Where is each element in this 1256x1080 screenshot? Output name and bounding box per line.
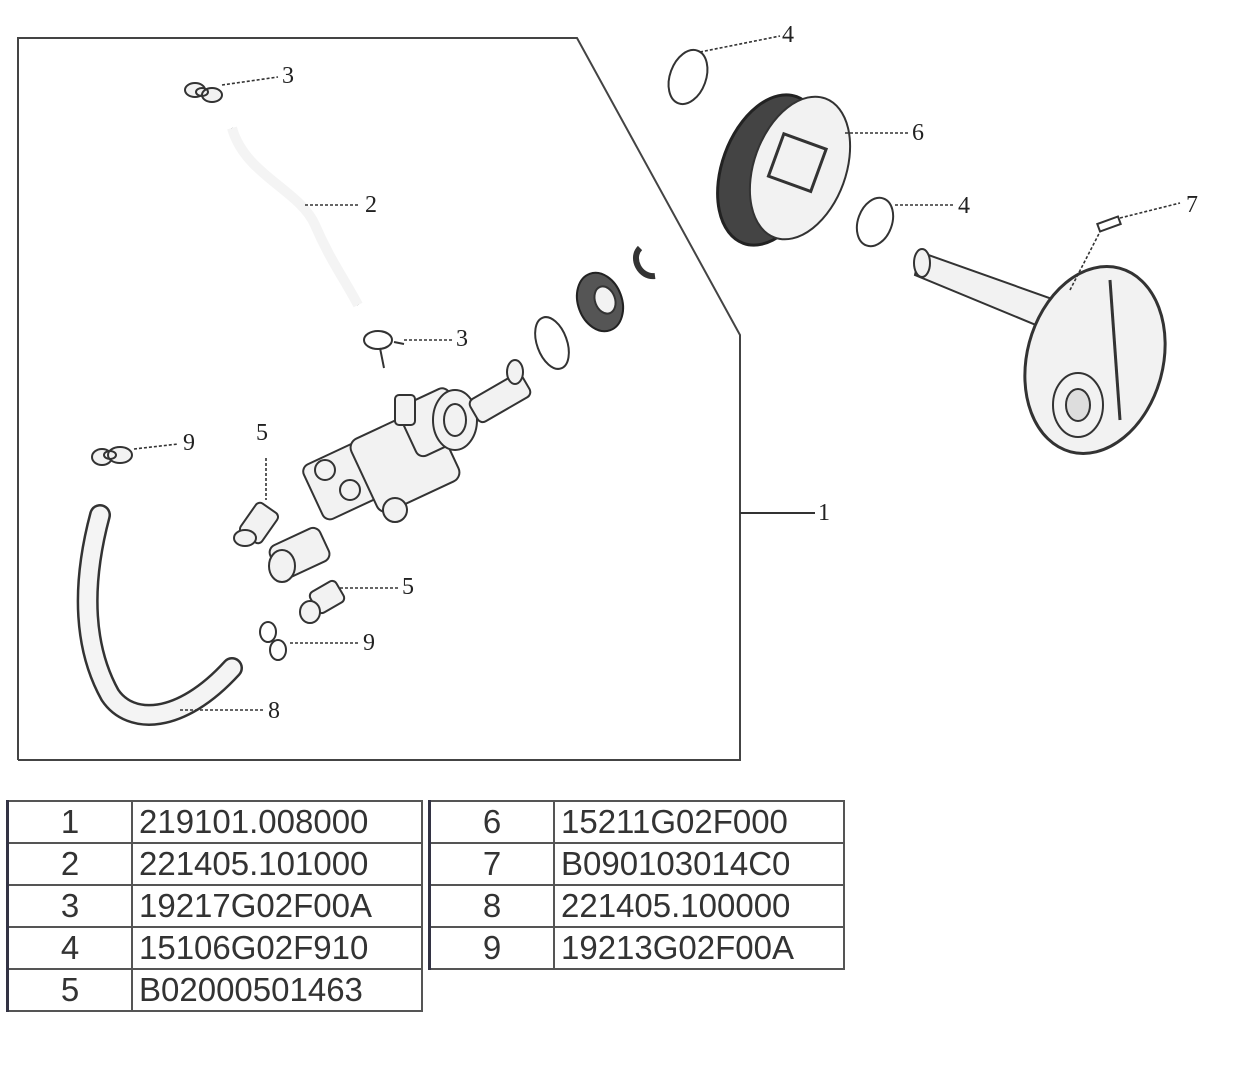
- part-number: 1: [6, 800, 133, 844]
- part-code: B090103014C0: [553, 842, 845, 886]
- part-number: 7: [428, 842, 555, 886]
- callout-7: 7: [1186, 192, 1198, 218]
- part-9-clip-lower: [259, 621, 287, 661]
- part-7-pin: [1096, 215, 1122, 233]
- callout-4-upper: 4: [782, 22, 794, 48]
- part-number: 8: [428, 884, 555, 928]
- callout-4-lower: 4: [958, 193, 970, 219]
- table-row: 6 15211G02F000: [428, 800, 845, 844]
- o-ring: [534, 316, 570, 370]
- callout-6: 6: [912, 120, 924, 146]
- table-row: 2 221405.101000: [6, 842, 423, 886]
- part-3-clip-top: [184, 82, 223, 103]
- part-number: 6: [428, 800, 555, 844]
- part-number: 3: [6, 884, 133, 928]
- assembly-frame: [17, 37, 741, 761]
- callout-2: 2: [365, 192, 377, 218]
- table-row: 8 221405.100000: [428, 884, 845, 928]
- part-number: 5: [6, 968, 133, 1012]
- oil-pump-body: [268, 359, 532, 583]
- callout-9-lower: 9: [363, 630, 375, 656]
- table-row: 7 B090103014C0: [428, 842, 845, 886]
- table-row: 4 15106G02F910: [6, 926, 423, 970]
- part-code: 221405.100000: [553, 884, 845, 928]
- part-5-screw-upper: [233, 501, 280, 547]
- part-4-ring-upper: [667, 48, 709, 106]
- part-code: B02000501463: [131, 968, 423, 1012]
- part-6-gear: [716, 93, 852, 247]
- part-5-screw-lower: [299, 579, 346, 624]
- part-code: 19217G02F00A: [131, 884, 423, 928]
- parts-table-right: 6 15211G02F000 7 B090103014C0 8 221405.1…: [428, 800, 845, 970]
- part-code: 221405.101000: [131, 842, 423, 886]
- callout-3-top: 3: [282, 63, 294, 89]
- part-7-shaft: [913, 248, 1167, 455]
- callout-9-top: 9: [183, 430, 195, 456]
- table-row: 5 B02000501463: [6, 968, 423, 1012]
- table-row: 1 219101.008000: [6, 800, 423, 844]
- callout-5-lower: 5: [402, 574, 414, 600]
- part-number: 2: [6, 842, 133, 886]
- part-3-clip-mid: [363, 330, 405, 369]
- table-row: 3 19217G02F00A: [6, 884, 423, 928]
- part-code: 15211G02F000: [553, 800, 845, 844]
- callout-3-mid: 3: [456, 326, 468, 352]
- parts-diagram: 3 2 3 9 8 5 5 9: [17, 22, 1198, 761]
- table-row: 9 19213G02F00A: [428, 926, 845, 970]
- callout-5-upper: 5: [256, 420, 268, 446]
- part-code: 15106G02F910: [131, 926, 423, 970]
- part-number: 4: [6, 926, 133, 970]
- drive-gear-small: [575, 271, 625, 333]
- part-9-clip-top: [91, 446, 133, 466]
- part-4-ring-lower: [855, 196, 895, 248]
- callout-8: 8: [268, 698, 280, 724]
- snap-ring-small: [633, 245, 656, 280]
- parts-table-left: 1 219101.008000 2 221405.101000 3 19217G…: [6, 800, 423, 1012]
- callout-1: 1: [818, 500, 830, 526]
- part-code: 219101.008000: [131, 800, 423, 844]
- part-code: 19213G02F00A: [553, 926, 845, 970]
- part-number: 9: [428, 926, 555, 970]
